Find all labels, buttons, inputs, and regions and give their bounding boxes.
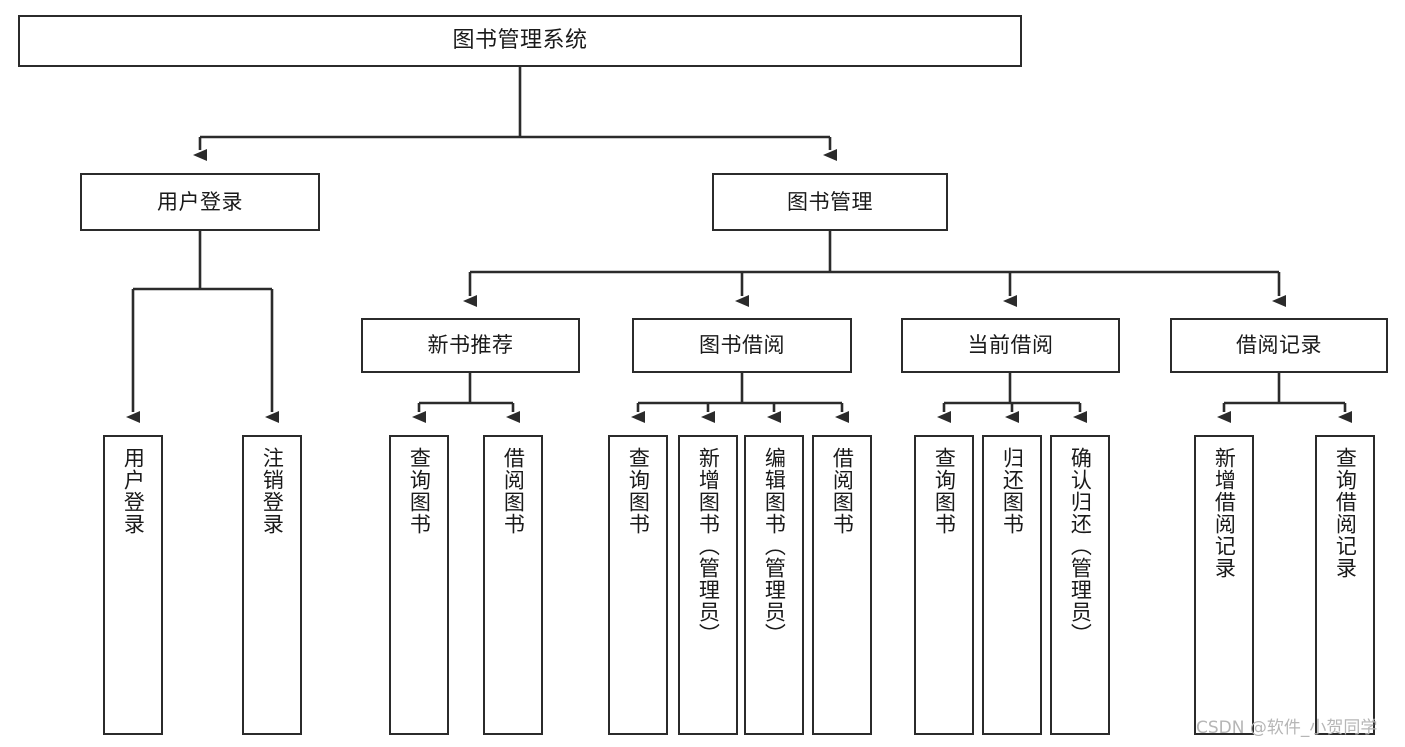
node-leaf-borrow-do[interactable]: 借阅图书: [812, 435, 872, 735]
node-book-manage[interactable]: 图书管理: [712, 173, 948, 231]
node-leaf-user-logout[interactable]: 注销登录: [242, 435, 302, 735]
node-leaf-rec-query[interactable]: 查询图书: [389, 435, 449, 735]
node-leaf-cur-return-label: 归还图书: [1000, 447, 1025, 535]
node-leaf-cur-confirm-label: 确认归还（管理员）: [1068, 447, 1093, 645]
node-borrow-record[interactable]: 借阅记录: [1170, 318, 1388, 373]
node-leaf-borrow-query-label: 查询图书: [626, 447, 651, 535]
node-leaf-cur-return[interactable]: 归还图书: [982, 435, 1042, 735]
node-user-login[interactable]: 用户登录: [80, 173, 320, 231]
node-leaf-rec-search[interactable]: 查询借阅记录: [1315, 435, 1375, 735]
node-current-borrow[interactable]: 当前借阅: [901, 318, 1120, 373]
node-book-borrow[interactable]: 图书借阅: [632, 318, 852, 373]
node-current-borrow-label: 当前借阅: [967, 333, 1054, 358]
node-leaf-borrow-query[interactable]: 查询图书: [608, 435, 668, 735]
node-leaf-rec-add[interactable]: 新增借阅记录: [1194, 435, 1254, 735]
node-leaf-user-login[interactable]: 用户登录: [103, 435, 163, 735]
node-leaf-rec-borrow-label: 借阅图书: [501, 447, 526, 535]
node-new-book-rec[interactable]: 新书推荐: [361, 318, 580, 373]
node-leaf-borrow-edit-label: 编辑图书（管理员）: [762, 447, 787, 645]
node-leaf-cur-query-label: 查询图书: [932, 447, 957, 535]
node-borrow-record-label: 借阅记录: [1236, 333, 1322, 358]
node-leaf-rec-search-label: 查询借阅记录: [1333, 447, 1358, 579]
node-book-borrow-label: 图书借阅: [699, 333, 785, 358]
node-leaf-rec-borrow[interactable]: 借阅图书: [483, 435, 543, 735]
node-leaf-borrow-add[interactable]: 新增图书（管理员）: [678, 435, 738, 735]
node-user-login-label: 用户登录: [157, 189, 243, 214]
node-leaf-rec-query-label: 查询图书: [407, 447, 432, 535]
node-leaf-borrow-edit[interactable]: 编辑图书（管理员）: [744, 435, 804, 735]
node-leaf-user-login-label: 用户登录: [121, 447, 146, 535]
node-leaf-cur-confirm[interactable]: 确认归还（管理员）: [1050, 435, 1110, 735]
node-leaf-borrow-add-label: 新增图书（管理员）: [696, 447, 721, 645]
node-new-book-rec-label: 新书推荐: [427, 333, 514, 358]
node-leaf-borrow-do-label: 借阅图书: [830, 447, 855, 535]
node-root-label: 图书管理系统: [452, 28, 588, 54]
node-leaf-user-logout-label: 注销登录: [260, 447, 285, 535]
node-root[interactable]: 图书管理系统: [18, 15, 1022, 67]
node-leaf-cur-query[interactable]: 查询图书: [914, 435, 974, 735]
csdn-watermark: CSDN @软件_小贺同学: [1196, 718, 1378, 738]
node-leaf-rec-add-label: 新增借阅记录: [1212, 447, 1237, 579]
node-book-manage-label: 图书管理: [787, 189, 873, 214]
